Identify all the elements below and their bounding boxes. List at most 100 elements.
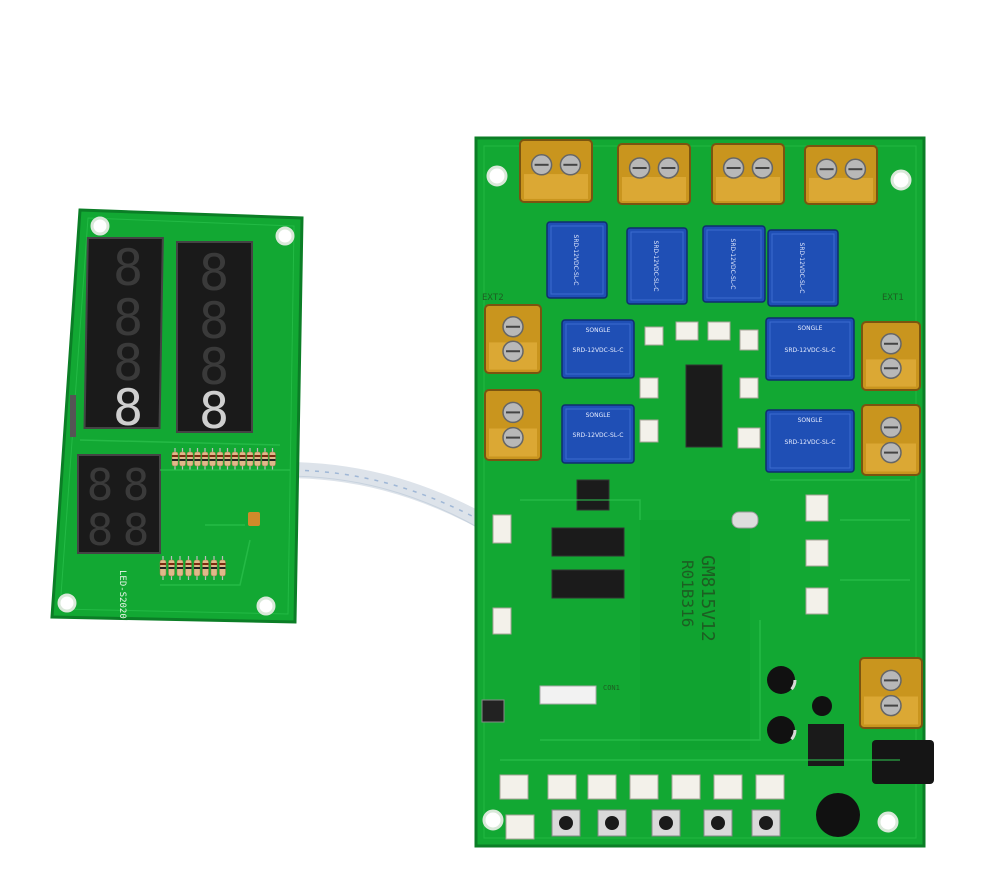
relay: SRD-12VDC-SL-C SONGLE [561, 404, 635, 464]
jst-connector [547, 774, 577, 800]
jst-connector [587, 774, 617, 800]
header-pins [70, 395, 76, 437]
svg-text:8: 8 [199, 292, 229, 350]
svg-text:8: 8 [123, 460, 150, 511]
svg-text:8: 8 [113, 239, 143, 297]
svg-text:8: 8 [123, 505, 150, 556]
screw-terminal-block [484, 389, 542, 461]
jst-connector [639, 377, 659, 399]
screw-terminal-block [484, 304, 542, 374]
screw-terminal-block [711, 143, 785, 205]
jst-connector [739, 329, 759, 351]
jst-connector [737, 427, 761, 449]
mounting-holes [57, 216, 295, 616]
relay-marking: SRD-12VDC-SL-C [652, 241, 659, 292]
jst-connector [629, 774, 659, 800]
relay-marking: SRD-12VDC-SL-C [729, 239, 736, 290]
resistor-array-bottom [159, 556, 226, 580]
tactile-button [551, 809, 581, 837]
jst-connector [707, 321, 731, 341]
relay: SRD-12VDC-SL-C [702, 225, 766, 303]
jst-connector [639, 419, 659, 443]
screw-terminal-block [859, 657, 923, 729]
jst-connector [644, 326, 664, 346]
svg-text:8: 8 [113, 289, 143, 347]
pcb-traces [79, 439, 290, 586]
relay-marking: SRD-12VDC-SL-C [785, 347, 836, 354]
tactile-button [703, 809, 733, 837]
screw-terminal-block [861, 321, 921, 391]
electrolytic-capacitors [765, 664, 832, 746]
jst-connector [492, 514, 512, 544]
board-date: R01B316 [678, 560, 697, 627]
capacitor [248, 512, 260, 526]
relay-marking: SRD-12VDC-SL-C [573, 347, 624, 354]
relay-brand: SONGLE [798, 325, 823, 332]
svg-text:8: 8 [199, 382, 229, 440]
display-board: 8 8 8 8 8 8 8 8 8 8 8 8 [50, 208, 304, 624]
svg-text:8: 8 [87, 505, 114, 556]
relay: SRD-12VDC-SL-C [546, 221, 608, 299]
voltage-regulator [808, 724, 844, 766]
crystal-oscillator [731, 511, 759, 529]
relay-marking: SRD-12VDC-SL-C [798, 243, 805, 294]
jst-connector [492, 607, 512, 635]
seven-segment-display-left: 8 8 8 8 [83, 237, 164, 437]
seven-segment-display-bottom: 8 8 8 8 [77, 454, 161, 556]
main-traces [500, 479, 910, 761]
ext-label-left: EXT2 [482, 293, 504, 303]
ext-label-right: EXT1 [882, 293, 904, 303]
integrated-circuits [551, 364, 723, 599]
mounting-holes-main [482, 165, 912, 833]
relay-marking: SRD-12VDC-SL-C [785, 439, 836, 446]
seven-segment-display-right: 8 8 8 8 [176, 241, 253, 440]
dc-power-jack [872, 740, 934, 784]
tactile-button [751, 809, 781, 837]
jst-connector [805, 494, 829, 522]
reset-button [481, 699, 505, 723]
relay-marking: SRD-12VDC-SL-C [573, 432, 624, 439]
svg-text:8: 8 [87, 460, 114, 511]
display-model-label: LED-S2020 [117, 570, 127, 619]
board-label: GM815V12 [697, 555, 718, 642]
relay: SRD-12VDC-SL-C SONGLE [765, 317, 855, 381]
ground-plane [640, 520, 750, 750]
screw-terminal-blocks [484, 139, 923, 729]
jst-connectors [492, 321, 829, 840]
ribbon-connector [539, 685, 597, 705]
jst-connector [805, 539, 829, 567]
relay-brand: SONGLE [586, 412, 611, 419]
relay-brand: SONGLE [798, 417, 823, 424]
buzzer [816, 793, 860, 837]
tactile-button [651, 809, 681, 837]
relay: SRD-12VDC-SL-C [767, 229, 839, 307]
screw-terminal-block [617, 143, 691, 205]
jst-connector [675, 321, 699, 341]
svg-text:8: 8 [199, 338, 229, 396]
svg-text:8: 8 [199, 244, 229, 302]
relay: SRD-12VDC-SL-C SONGLE [561, 319, 635, 379]
relay: SRD-12VDC-SL-C SONGLE [765, 409, 855, 473]
jst-connector [505, 814, 535, 840]
jst-connector [671, 774, 701, 800]
screw-terminal-block [804, 145, 878, 205]
relay: SRD-12VDC-SL-C [626, 227, 688, 305]
screw-terminal-block [519, 139, 593, 203]
relay-brand: SONGLE [586, 327, 611, 334]
jst-connector [739, 377, 759, 399]
jst-connector [713, 774, 743, 800]
screw-terminal-block [861, 404, 921, 476]
relay-marking: SRD-12VDC-SL-C [572, 235, 579, 286]
jst-connector [755, 774, 785, 800]
svg-text:8: 8 [113, 379, 143, 437]
tactile-button [597, 809, 627, 837]
jst-connector [805, 587, 829, 615]
connector-label: CON1 [603, 684, 620, 692]
jst-connector [499, 774, 529, 800]
push-buttons [551, 809, 781, 837]
svg-text:8: 8 [113, 334, 143, 392]
resistor-array-top [171, 448, 276, 470]
